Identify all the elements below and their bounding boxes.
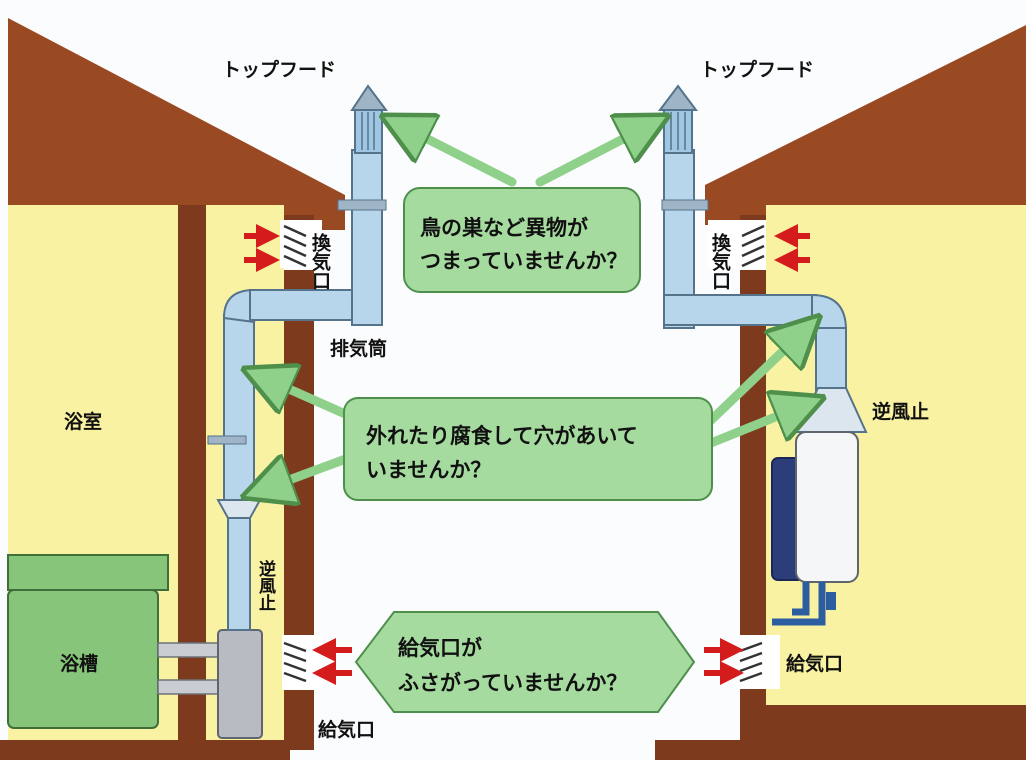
bath-heater-unit [217, 629, 263, 739]
bathtub-body [7, 589, 159, 729]
roof-flashing [337, 199, 387, 211]
label-bathroom: 浴室 [64, 410, 102, 433]
label-bathtub: 浴槽 [60, 652, 98, 675]
top-hood-right-cap [658, 84, 698, 111]
label-exhaust-pipe: 排気筒 [330, 337, 387, 360]
vent-grille-left [283, 224, 307, 268]
pipe-bracket [207, 435, 247, 445]
pointer-arrows [262, 125, 805, 490]
right-floor [766, 705, 1026, 745]
label-supply-port-right: 給気口 [786, 652, 843, 675]
heater-valve [826, 592, 836, 610]
bubble-middle-line-1: 外れたり腐食して穴があいて [366, 424, 638, 448]
left-inner-wall [178, 205, 206, 750]
bathtub-rim [7, 554, 169, 591]
roof-flashing [661, 199, 709, 211]
bubble-middle-line-2: いませんか？ [366, 458, 491, 482]
right-exhaust-pipe-vertical [815, 327, 847, 391]
bubble-top-line-2: つまっていませんか？ [420, 249, 627, 273]
right-outer-wall [740, 270, 766, 635]
left-exhaust-pipe-vertical [223, 314, 255, 501]
vent-grille-right [741, 224, 765, 268]
water-heater-body [795, 431, 859, 583]
supply-grille-left [283, 641, 307, 683]
top-hood-left-cap [350, 84, 388, 111]
heater-connector-pipe [157, 642, 221, 658]
right-outer-wall-bottom [740, 688, 766, 750]
bubble-bottom [354, 611, 696, 713]
label-backdraft-right: 逆風止 [872, 400, 929, 423]
right-exhaust-pipe-horizontal [663, 294, 817, 326]
heater-pipe [792, 582, 810, 616]
label-vent-left: 換気口 [309, 232, 331, 290]
label-vent-right: 換気口 [709, 232, 731, 290]
label-top-hood-right: トップフード [700, 58, 814, 81]
heater-pipe [772, 582, 826, 626]
left-roof [8, 18, 345, 230]
bubble-top [403, 187, 641, 293]
bubble-bottom-line-2: ふさがっていませんか？ [398, 671, 627, 695]
label-supply-port-bottom: 給気口 [318, 718, 375, 741]
left-exhaust-pipe-lower [227, 517, 251, 631]
label-top-hood-left: トップフード [222, 58, 336, 81]
right-roof [705, 25, 1026, 225]
heater-connector-pipe [157, 679, 221, 695]
bubble-top-line-1: 鳥の巣など異物が [420, 216, 588, 240]
bubble-middle [343, 397, 713, 501]
bubble-bottom-line-1: 給気口が [398, 636, 482, 660]
left-foundation [0, 740, 290, 760]
label-backdraft-left: 逆風止 [255, 559, 276, 611]
left-outer-wall [284, 270, 314, 635]
left-chimney-pipe [351, 149, 383, 326]
